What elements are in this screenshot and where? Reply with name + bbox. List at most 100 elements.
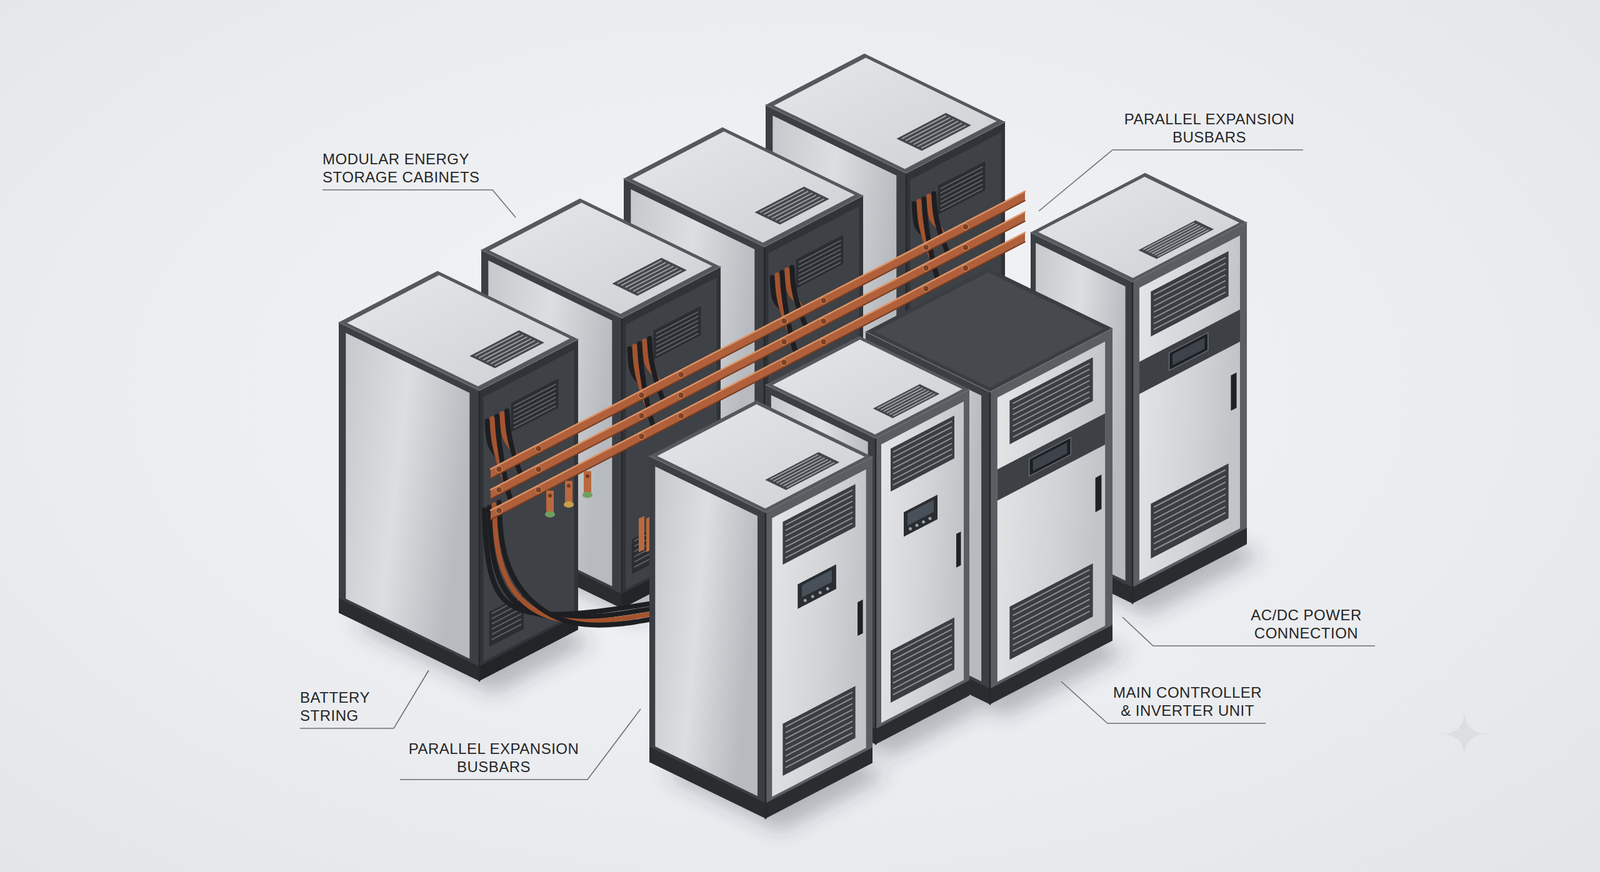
- vent-slat: [893, 623, 952, 654]
- vent-slat: [1158, 230, 1209, 257]
- top-panel: [631, 131, 855, 244]
- top-panel: [657, 404, 865, 509]
- display-glass: [1033, 442, 1068, 472]
- button: [818, 591, 822, 595]
- vent-slat: [656, 316, 698, 339]
- bolt: [678, 392, 685, 399]
- vent-slat: [656, 333, 698, 356]
- door-panel: [1139, 235, 1240, 581]
- bolt: [496, 466, 503, 473]
- door-handle: [956, 531, 962, 569]
- edge-line: [875, 438, 877, 745]
- bolt: [923, 265, 930, 272]
- vent-slat: [1013, 593, 1090, 634]
- lug-bolt: [566, 484, 571, 489]
- edge-line: [1132, 222, 1247, 282]
- edge-line: [765, 456, 873, 513]
- edge-line: [621, 266, 721, 319]
- lug-collar: [563, 501, 574, 509]
- vent-grille: [653, 306, 702, 360]
- top-vent: [765, 452, 840, 491]
- vent-slat: [513, 388, 555, 411]
- plinth: [1132, 528, 1247, 604]
- vent-slat: [513, 393, 555, 415]
- door-frame: [765, 456, 873, 819]
- vent-slat: [1013, 570, 1090, 610]
- vent-slat: [940, 184, 982, 207]
- vent-slat: [1155, 228, 1206, 255]
- vent-slat: [890, 393, 932, 415]
- cable-lug: [583, 471, 592, 493]
- lug-bolt: [585, 474, 590, 479]
- door-frame: [1132, 222, 1247, 604]
- vent-slat: [893, 449, 952, 480]
- button: [811, 595, 815, 599]
- vent-slat: [893, 630, 952, 660]
- button: [826, 587, 830, 591]
- bolt: [535, 466, 542, 473]
- vent-slat: [798, 240, 840, 263]
- vent-slat: [776, 197, 820, 220]
- lug-collar: [545, 511, 555, 518]
- callout-label: MAIN CONTROLLER & INVERTER UNIT: [1109, 683, 1266, 720]
- vent-slat: [780, 199, 824, 222]
- vent-slat: [918, 123, 962, 147]
- edge-line: [1131, 281, 1134, 604]
- vent-slat: [881, 388, 923, 410]
- bolt: [678, 371, 685, 379]
- door-frame: [875, 389, 970, 745]
- display-screen: [1029, 437, 1072, 477]
- edge-line: [479, 339, 579, 391]
- edge-line: [338, 322, 480, 391]
- display-glass: [801, 570, 832, 599]
- vent-slat: [798, 258, 840, 280]
- callout-label: AC/DC POWER CONNECTION: [1237, 606, 1375, 643]
- vent-slat: [513, 397, 555, 420]
- button: [803, 599, 807, 603]
- callout-label: BATTERY STRING: [300, 688, 394, 725]
- vent-slat: [1013, 581, 1090, 622]
- bolt: [781, 359, 788, 366]
- vent-slat: [940, 171, 982, 194]
- vent-slat: [798, 262, 840, 285]
- plinth: [765, 748, 873, 819]
- vent-slat: [893, 394, 935, 416]
- vent-slat: [1154, 506, 1225, 544]
- leader-line: [1061, 681, 1266, 724]
- button: [921, 520, 925, 524]
- display-bezel: [903, 495, 938, 537]
- door-frame: [990, 328, 1113, 705]
- vent-grille: [796, 235, 844, 289]
- plinth: [875, 680, 970, 745]
- bolt: [638, 433, 645, 440]
- button: [915, 523, 919, 527]
- bolt: [820, 338, 827, 345]
- leader-line: [400, 709, 641, 780]
- vent-slat: [1154, 513, 1225, 550]
- bolt: [496, 507, 503, 514]
- vent-slat: [921, 125, 966, 149]
- front-cabinet-group: [649, 173, 1247, 819]
- vent-slat: [491, 341, 535, 364]
- bolt: [781, 318, 788, 325]
- door-panel: [771, 469, 866, 797]
- edge-line: [478, 390, 481, 682]
- callout-label: MODULAR ENERGY STORAGE CABINETS: [322, 150, 493, 187]
- vent-slat: [940, 188, 982, 211]
- top-rim: [1030, 173, 1247, 282]
- bolt: [781, 338, 788, 345]
- side-panel: [655, 466, 758, 797]
- vent-slat: [656, 329, 698, 352]
- bolt: [638, 413, 645, 420]
- vent-slat: [785, 727, 852, 762]
- vent-slat: [785, 501, 852, 537]
- watermark-sparkle: [1440, 710, 1489, 759]
- callout-label: PARALLEL EXPANSION BUSBARS: [400, 740, 588, 777]
- vent-slat: [785, 523, 852, 559]
- vent-slat: [513, 384, 555, 407]
- vent-slat: [1013, 391, 1090, 432]
- edge-line: [990, 328, 1113, 393]
- callout-label: PARALLEL EXPANSION BUSBARS: [1115, 110, 1304, 147]
